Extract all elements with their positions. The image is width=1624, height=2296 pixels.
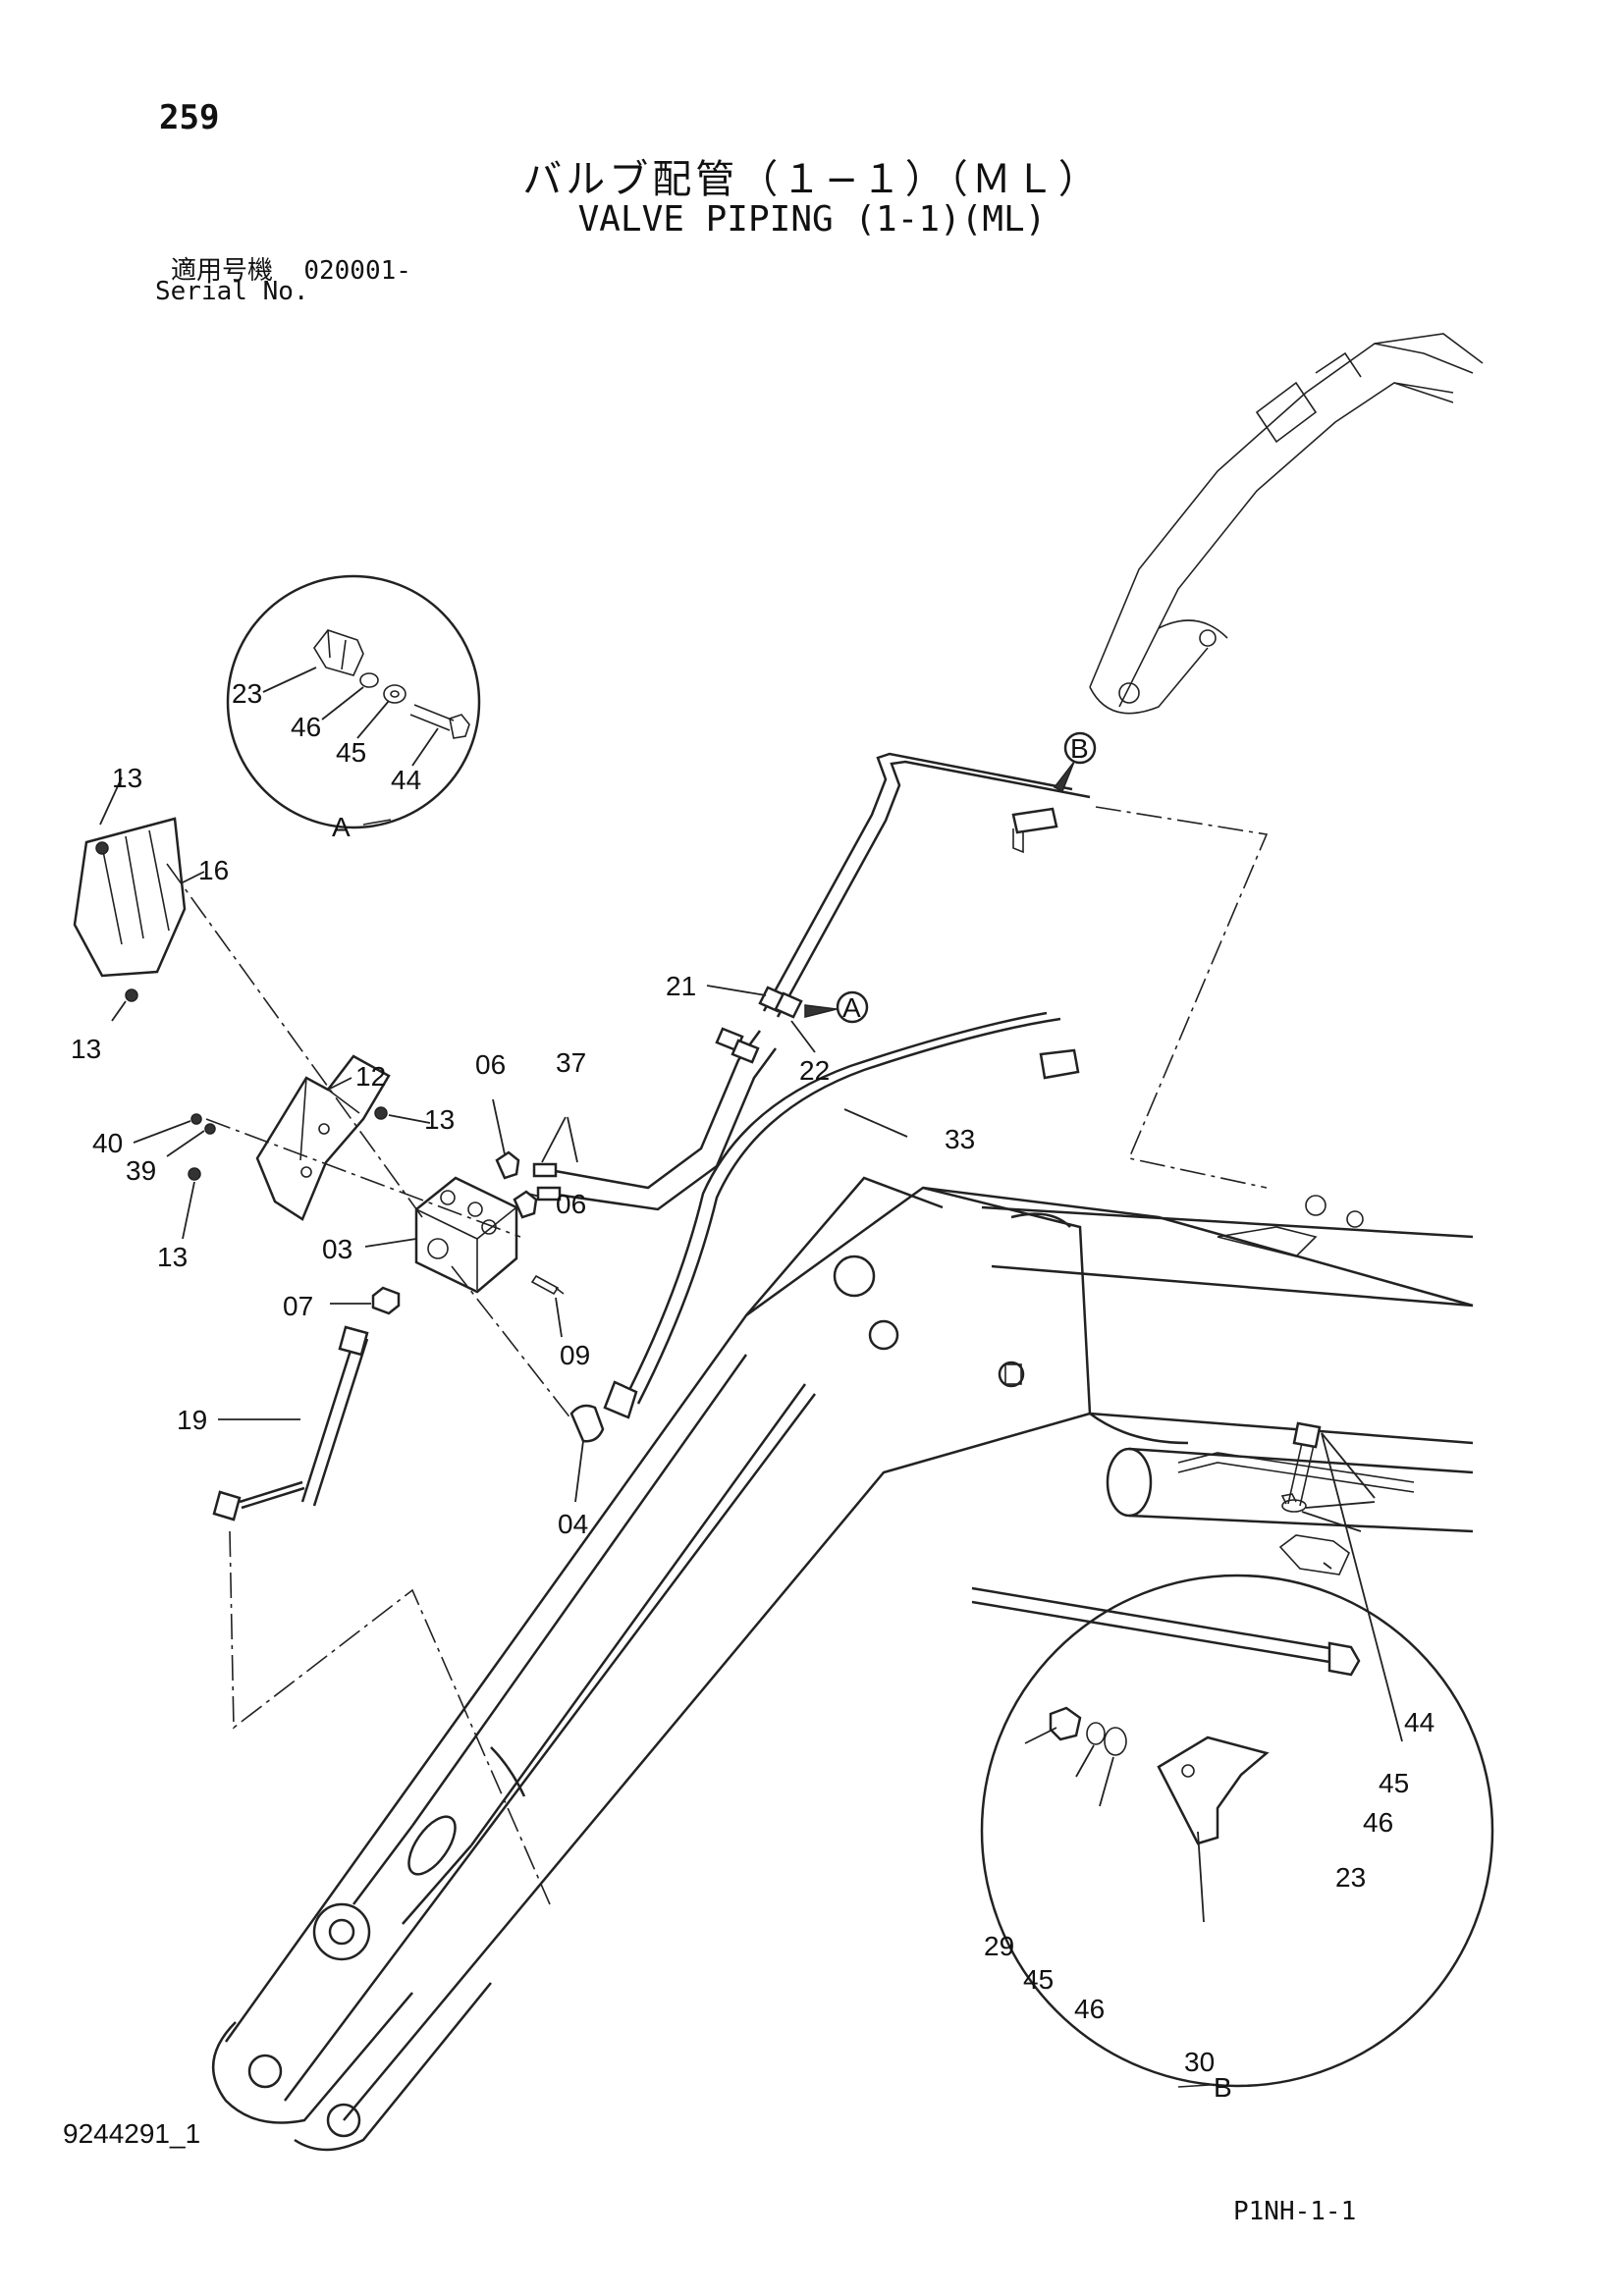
callout-06: 06: [475, 1049, 506, 1080]
callout-46: 46: [1363, 1807, 1393, 1838]
callout-45: 45: [1379, 1768, 1409, 1798]
serial-label-ja: 適用号機: [171, 256, 274, 286]
callout-16: 16: [198, 855, 229, 885]
callout-40: 40: [92, 1128, 123, 1158]
callout-30: 30: [1184, 2047, 1215, 2077]
callout-33: 33: [945, 1124, 975, 1154]
part-hose-19: [212, 1325, 369, 1522]
callout-23: 23: [232, 678, 262, 709]
part-bracket-12: [133, 1054, 431, 1240]
part-cover-16: [73, 776, 205, 1022]
callout-45: 45: [336, 737, 366, 768]
boom-assembly: [211, 1176, 1474, 2152]
callout-46: 46: [291, 712, 321, 742]
document-code: 9244291_1: [63, 2118, 201, 2149]
callout-06: 06: [556, 1189, 586, 1219]
callout-19: 19: [177, 1405, 207, 1435]
callout-22: 22: [799, 1055, 830, 1086]
callout-37: 37: [556, 1047, 586, 1078]
callout-09: 09: [560, 1340, 590, 1370]
callout-45: 45: [1023, 1964, 1054, 1995]
part-hose-33: [603, 1011, 1080, 1419]
callout-03: 03: [322, 1234, 352, 1264]
circle-label-a: A: [842, 992, 861, 1023]
detail-label-a: A: [332, 812, 351, 842]
title-japanese: バルブ配管（１−１）（ＭＬ）: [522, 157, 1102, 202]
callout-04: 04: [558, 1509, 588, 1539]
serial-label-en: Serial No.: [155, 277, 309, 306]
connection-lines: [166, 806, 1269, 1905]
callout-12: 12: [355, 1061, 386, 1092]
detail-view-b: [971, 1421, 1494, 2088]
callout-13: 13: [71, 1034, 101, 1064]
detail-view-a: [226, 574, 481, 829]
callout-44: 44: [391, 765, 421, 795]
callout-labels: 23 46 45 44 A 13 16 13 12 13 40 39 13 06…: [71, 678, 1435, 2103]
callout-13: 13: [424, 1104, 455, 1135]
page-number: 259: [159, 98, 220, 137]
part-pipe-21-to-b: [706, 731, 1097, 1053]
callout-13: 13: [157, 1242, 188, 1272]
arm-overview-illustration: [1089, 333, 1484, 715]
serial-value: 020001-: [303, 256, 411, 286]
callout-44: 44: [1404, 1707, 1435, 1737]
callout-46: 46: [1074, 1994, 1105, 2024]
callout-39: 39: [126, 1155, 156, 1186]
page-code: P1NH-1-1: [1233, 2197, 1357, 2226]
callout-23: 23: [1335, 1862, 1366, 1893]
callout-21: 21: [666, 971, 696, 1001]
serial-line-japanese: 適用号機 020001-: [171, 250, 411, 287]
circle-label-b: B: [1070, 733, 1089, 764]
detail-label-b: B: [1214, 2072, 1232, 2103]
callout-07: 07: [283, 1291, 313, 1321]
part-valve-block-03: [330, 1098, 605, 1503]
callout-13: 13: [112, 763, 142, 793]
callout-29: 29: [984, 1931, 1014, 1961]
title-english: VALVE PIPING (1-1)(ML): [577, 199, 1047, 240]
